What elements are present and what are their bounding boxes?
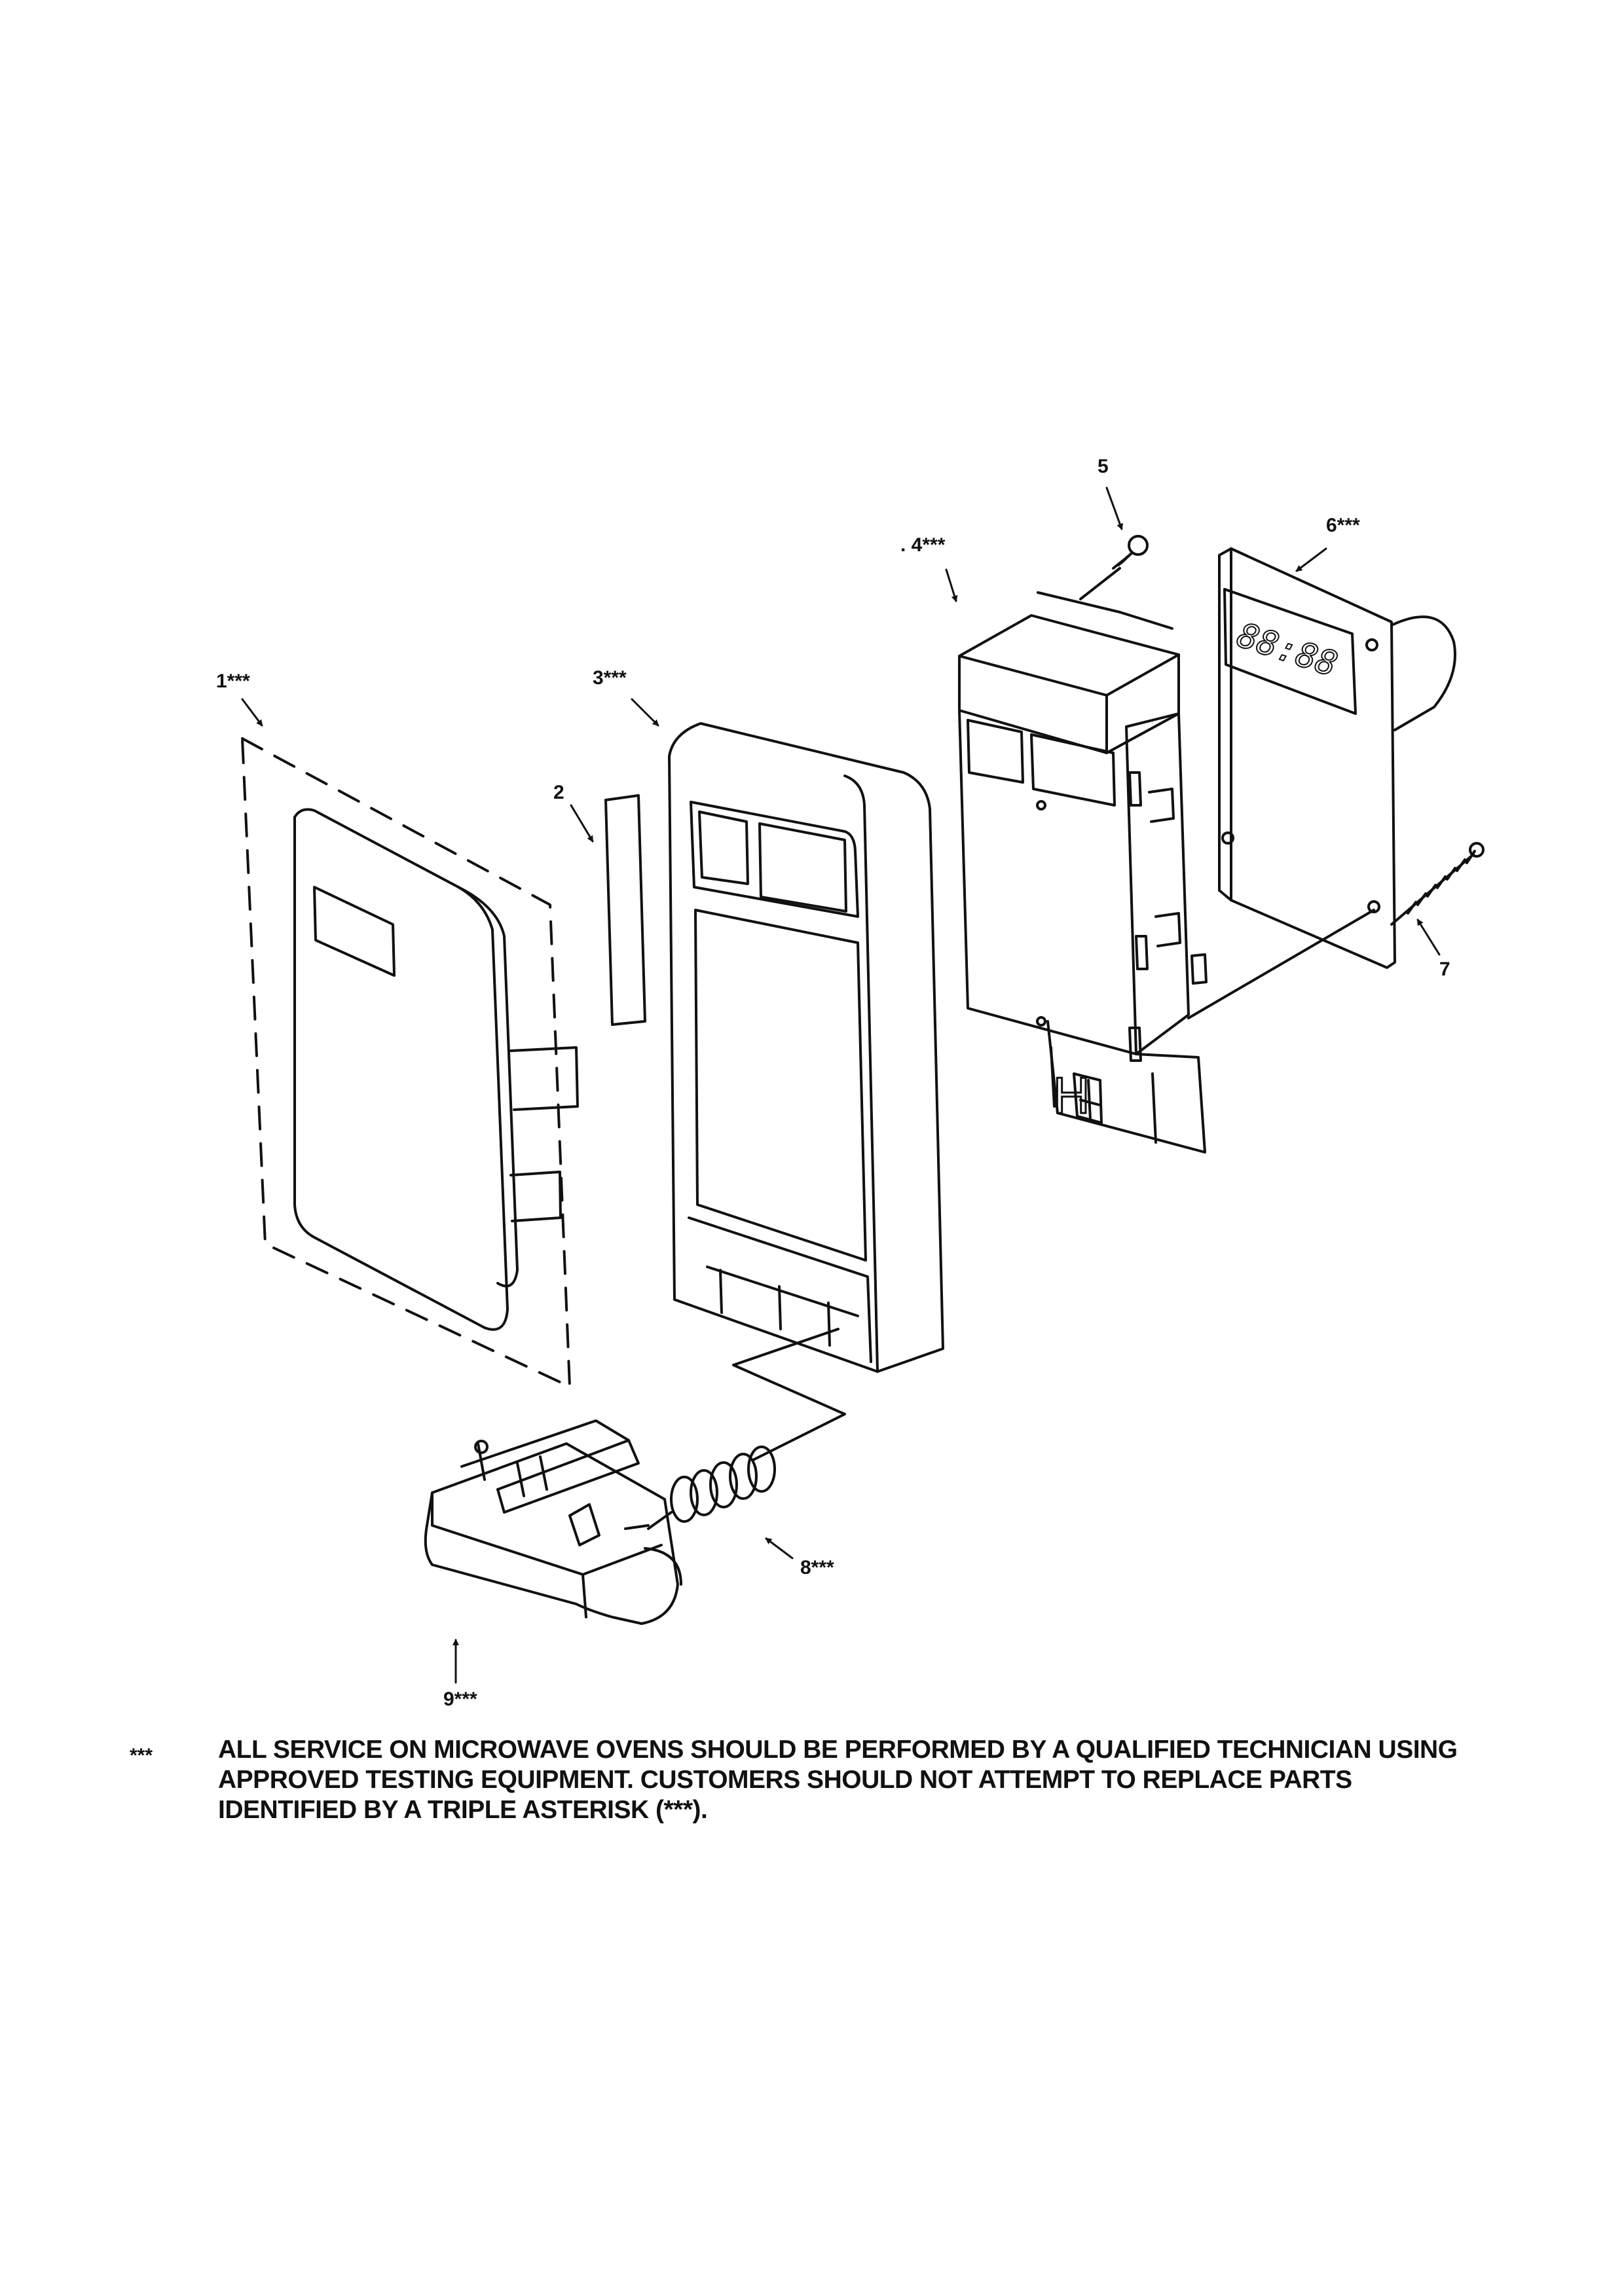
callout-1: 1*** [216, 670, 250, 692]
callout-8: 8*** [800, 1557, 834, 1578]
callout-6: 6*** [1326, 515, 1360, 536]
service-note-line-3: IDENTIFIED BY A TRIPLE ASTERISK (***). [218, 1796, 708, 1824]
pcb-letter: H [1053, 1066, 1090, 1124]
callout-5: 5 [1098, 456, 1109, 477]
callout-3: 3*** [593, 667, 627, 689]
display-board-part-6 [1218, 547, 1456, 969]
connector-wire [732, 1328, 846, 1461]
callout-9: 9*** [443, 1688, 477, 1710]
mounting-guide-line [1187, 909, 1375, 1019]
leader-lines [241, 486, 1441, 1684]
service-note: ALL SERVICE ON MICROWAVE OVENS SHOULD BE… [218, 1735, 1567, 1825]
control-panel-frame-part-3 [668, 722, 944, 1373]
service-note-line-2: APPROVED TESTING EQUIPMENT. CUSTOMERS SH… [218, 1766, 1352, 1794]
screw-part-5 [1112, 535, 1149, 570]
control-board-part-4 [958, 591, 1208, 1154]
callout-2: 2 [553, 782, 564, 803]
service-note-line-1: ALL SERVICE ON MICROWAVE OVENS SHOULD BE… [218, 1736, 1458, 1764]
callout-4: . 4*** [900, 534, 946, 556]
strip-part-2 [604, 794, 646, 1026]
callout-7: 7 [1439, 958, 1450, 980]
long-screw-part-7 [1390, 842, 1485, 926]
latch-assembly-part-9 [424, 1419, 682, 1625]
door-panel-part-1 [241, 737, 579, 1388]
leader-5 [1079, 567, 1121, 600]
note-marker: *** [130, 1745, 153, 1766]
